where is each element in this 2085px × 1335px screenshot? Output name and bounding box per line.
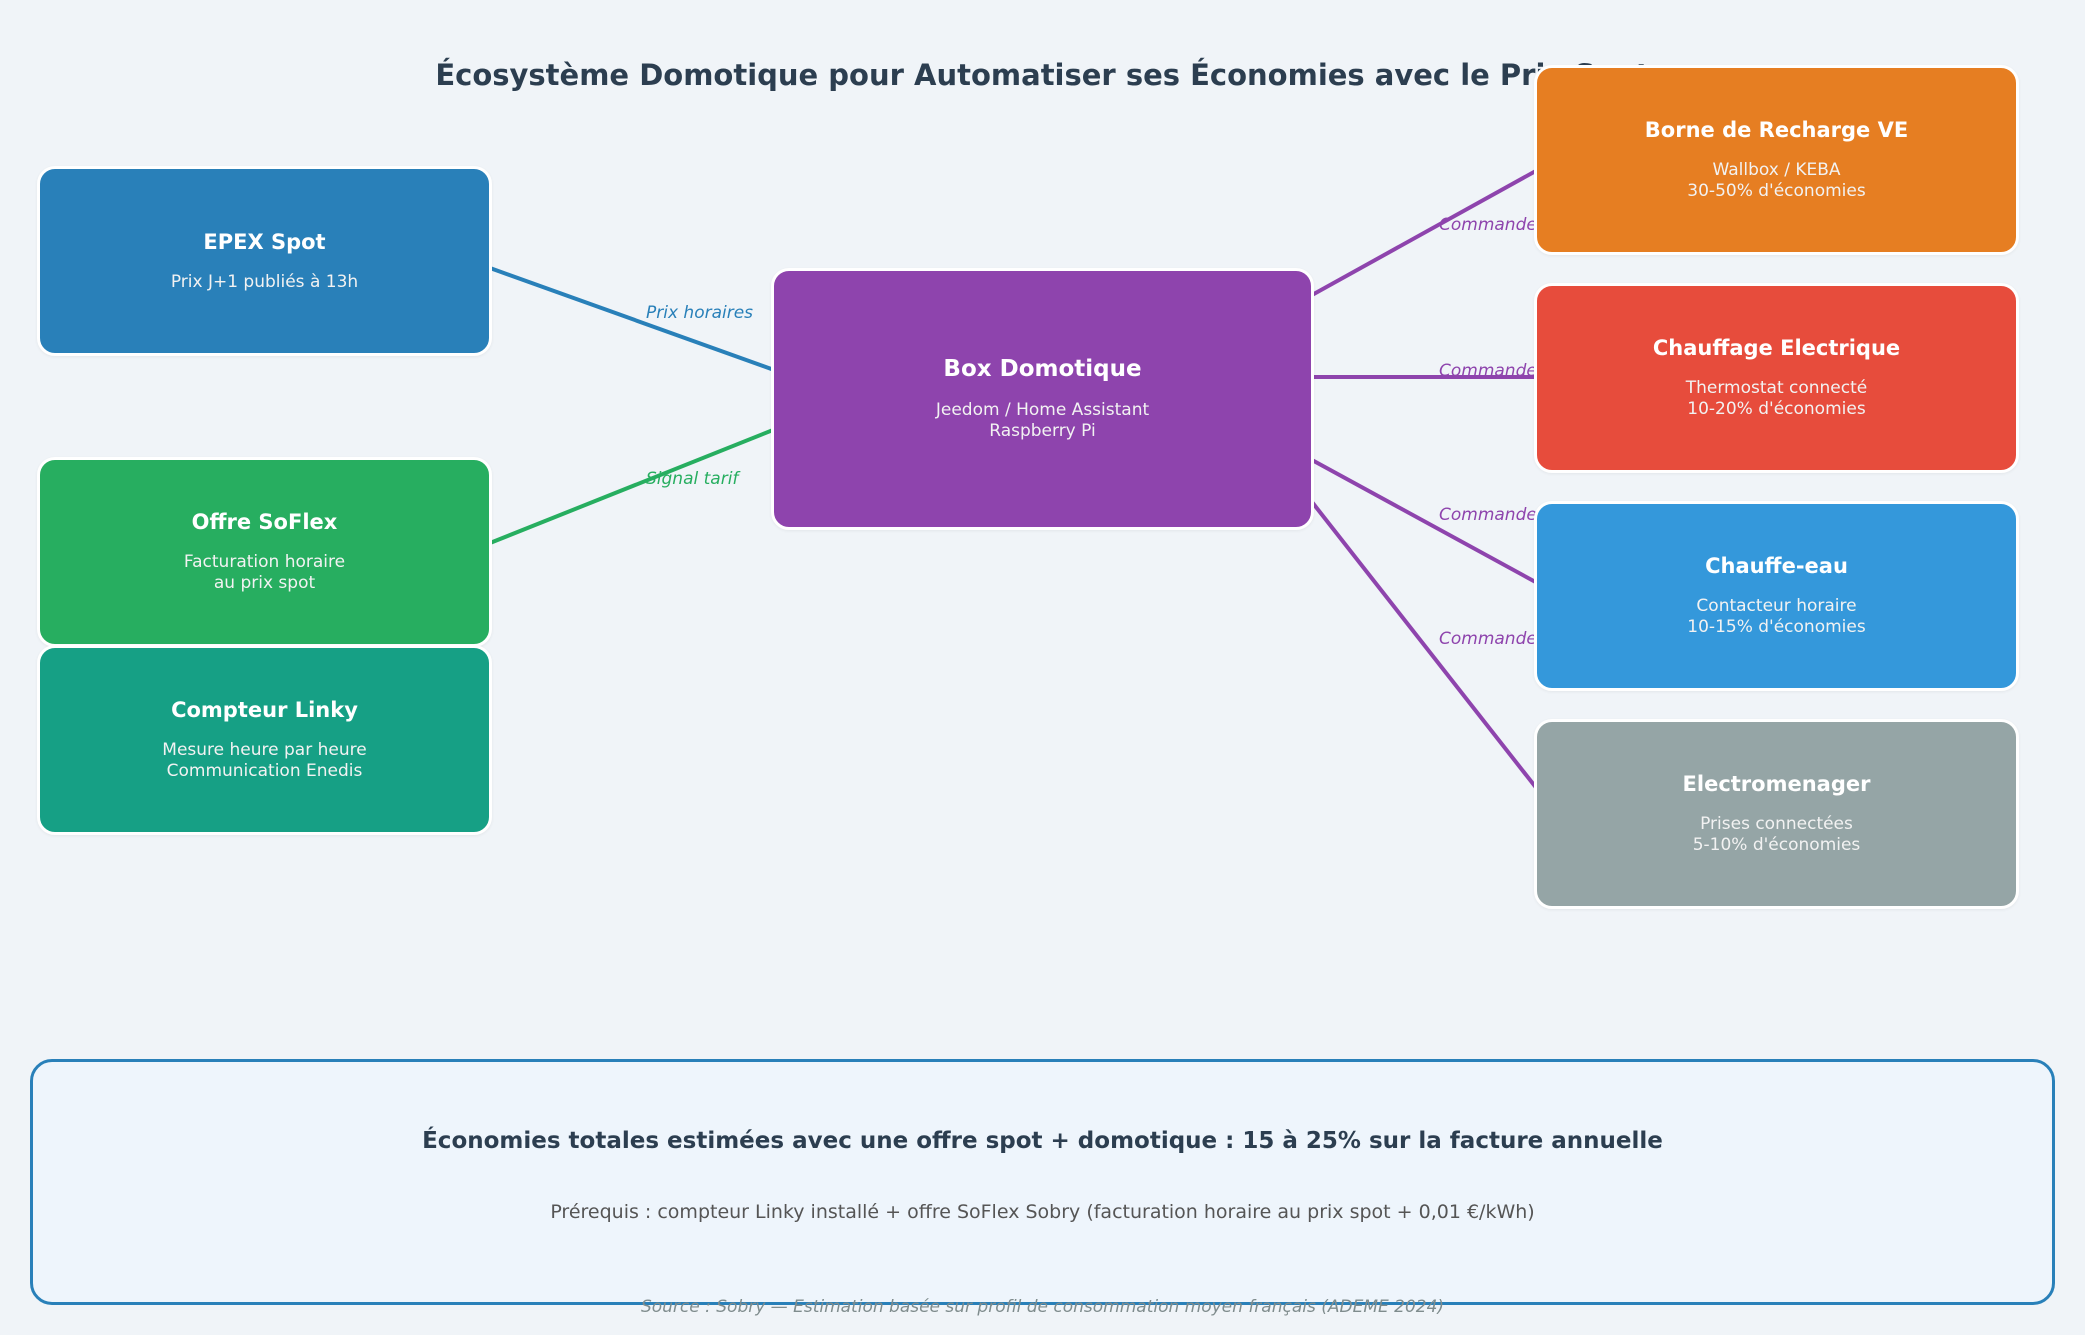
node-title: Electromenager [1682,772,1871,796]
node-subtitle: Mesure heure par heure Communication Ene… [162,740,367,781]
node-subtitle: Facturation horaire au prix spot [183,552,346,593]
edge-label-commande: Commande [1439,629,1537,649]
node-subtitle: Jeedom / Home Assistant Raspberry Pi [935,400,1150,441]
node-title: Chauffage Electrique [1652,336,1901,360]
edge-label-commande: Commande [1439,215,1537,235]
arrow-hub-to-chauffe-eau [1311,458,1554,593]
summary-box: Économies totales estimées avec une offr… [30,1059,2055,1305]
node-title: EPEX Spot [203,229,326,254]
arrow-soflex-to-hub [489,422,790,545]
node-title: Box Domotique [943,356,1142,382]
node-title: Offre SoFlex [191,510,338,534]
node-title: Compteur Linky [171,698,358,722]
node-subtitle: Prises connectées 5-10% d'économies [1692,814,1861,855]
node-subtitle: Prix J+1 publiés à 13h [170,271,359,292]
node-title: Chauffe-eau [1705,554,1848,578]
edge-label-commande: Commande [1439,361,1537,381]
arrow-hub-to-electromenager [1310,500,1554,810]
node-electromenager: Electromenager Prises connectées 5-10% d… [1534,719,2019,909]
arrow-hub-to-borne [1311,160,1554,297]
node-subtitle: Wallbox / KEBA 30-50% d'économies [1687,160,1866,201]
node-subtitle: Thermostat connecté 10-20% d'économies [1685,378,1868,419]
page-title: Écosystème Domotique pour Automatiser se… [435,58,1650,92]
summary-main-text: Économies totales estimées avec une offr… [422,1128,1663,1154]
source-note: Source : Sobry — Estimation basée sur pr… [640,1297,1445,1317]
node-chauffe-eau: Chauffe-eau Contacteur horaire 10-15% d'… [1534,501,2019,691]
node-chauffage-electrique: Chauffage Electrique Thermostat connecté… [1534,283,2019,473]
node-epex-spot: EPEX Spot Prix J+1 publiés à 13h [37,166,492,356]
node-offre-soflex: Offre SoFlex Facturation horaire au prix… [37,457,492,647]
edge-label-commande: Commande [1439,505,1537,525]
edge-label-prix-horaires: Prix horaires [646,303,754,323]
edge-label-signal-tarif: Signal tarif [646,469,739,489]
node-subtitle: Contacteur horaire 10-15% d'économies [1687,596,1866,637]
node-compteur-linky: Compteur Linky Mesure heure par heure Co… [37,645,492,835]
node-title: Borne de Recharge VE [1644,118,1909,142]
arrow-epex-to-hub [489,266,790,378]
summary-sub-text: Prérequis : compteur Linky installé + of… [550,1201,1535,1223]
node-borne-recharge-ve: Borne de Recharge VE Wallbox / KEBA 30-5… [1534,65,2019,255]
node-box-domotique: Box Domotique Jeedom / Home Assistant Ra… [771,268,1314,530]
